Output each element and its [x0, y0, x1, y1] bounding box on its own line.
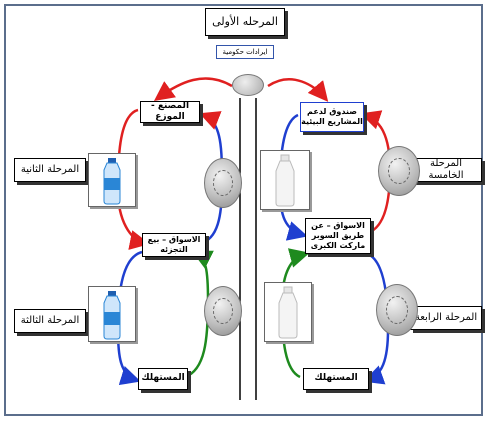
right-fund-box: صندوق لدعم المشاريع البيئية: [300, 102, 364, 132]
left-consumer-label: المستهلك: [141, 373, 185, 384]
right-coin-bottom-icon: [376, 284, 418, 336]
stage-second-box: المرحلة الثانية: [14, 158, 86, 182]
left-bottle-card-top: [88, 153, 136, 207]
white-milk-bottle-icon: [275, 154, 295, 207]
left-coin-bottom-icon: [204, 286, 242, 336]
left-coin-top-icon: [204, 158, 242, 208]
right-coin-top-icon: [378, 146, 420, 196]
right-bottle-card-bottom: [264, 282, 312, 342]
left-manufacturer-box: المصنع - الموزع: [140, 101, 200, 123]
government-revenue-label: ايرادات حكومية: [222, 47, 268, 56]
left-markets-label: الاسواق – بيع التجزئه: [147, 235, 201, 254]
top-coin-icon: [232, 74, 264, 96]
right-markets-box: الاسواق – عن طريق السوبر ماركت الكبرى: [305, 218, 371, 254]
stage-first-box: المرحله الأولى: [205, 8, 285, 36]
top-arc-left-arrow: [153, 77, 233, 101]
stage-fourth-box: المرحلة الرابعة: [410, 306, 482, 330]
right-fund-label: صندوق لدعم المشاريع البيئية: [301, 107, 363, 126]
government-revenue-box: ايرادات حكومية: [216, 45, 274, 59]
left-markets-box: الاسواق – بيع التجزئه: [142, 233, 206, 257]
right-consumer-label: المستهلك: [314, 373, 358, 384]
stage-fourth-label: المرحلة الرابعة: [414, 311, 478, 323]
top-arc-right-arrow: [267, 78, 329, 102]
diagram-frame: [4, 4, 483, 416]
left-consumer-box: المستهلك: [138, 368, 188, 390]
stage-fifth-box: المرحلة الخامسة: [410, 158, 482, 182]
right-bottle-card-top: [260, 150, 310, 210]
left-bottle-card-bottom: [88, 286, 136, 342]
stage-second-label: المرحلة الثانية: [20, 163, 80, 175]
stage-third-label: المرحلة الثالثة: [20, 314, 80, 326]
left-manufacturer-label: المصنع - الموزع: [150, 100, 190, 122]
right-markets-label: الاسواق – عن طريق السوبر ماركت الكبرى: [310, 221, 366, 250]
stage-third-box: المرحلة الثالثة: [14, 309, 86, 333]
plastic-water-bottle-icon: [103, 291, 121, 340]
plastic-water-bottle-icon: [103, 158, 121, 205]
stage-fifth-label: المرحلة الخامسة: [428, 157, 464, 182]
right-consumer-box: المستهلك: [303, 368, 369, 390]
white-milk-bottle-icon: [278, 286, 298, 339]
stage-first-label: المرحله الأولى: [212, 15, 278, 29]
